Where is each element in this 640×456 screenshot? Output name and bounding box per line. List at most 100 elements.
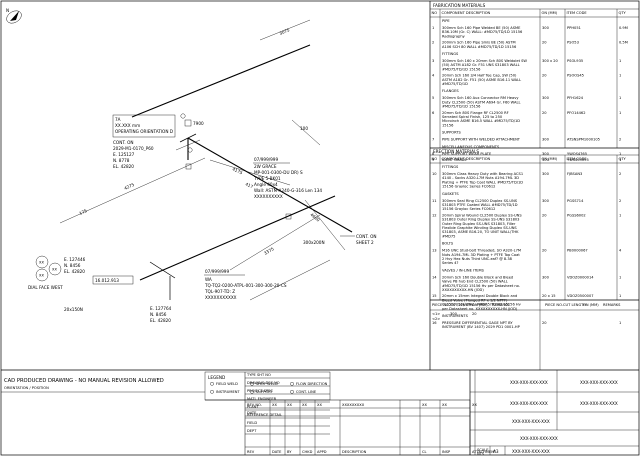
section-name: FLANGES (442, 89, 459, 93)
row-no: 13 (432, 249, 437, 253)
orientation-line: OPERATING ORIENTATION D (115, 129, 173, 134)
legend-item: INSTRUMENT (216, 390, 240, 394)
row-desc: Nuts A194-7ML 3D Plating + PTFE Top Coat (442, 253, 520, 257)
row-desc: M16 UNC Stud-bolt Threaded, SO A320-L7M (442, 249, 521, 253)
cont-right: SHEET 2 (356, 240, 374, 245)
column-header: ON (MM) (542, 157, 558, 161)
cut-header: PIECE NO. (545, 303, 563, 307)
legend-symbol-icon (250, 389, 254, 394)
row-qty: 0.5M (619, 41, 628, 45)
row-desc: 15156 Grayloc Series FC0612 (442, 207, 495, 211)
row-code: PPH051 (567, 26, 581, 30)
cut-header: REMARKS (492, 303, 510, 307)
row-desc: 300mm Class Heavy Duty with Bearing ACS1 (442, 172, 523, 176)
row-dim: 300 (542, 26, 550, 30)
section-name: PIPE (442, 19, 450, 23)
column-header: ON (MM) (542, 11, 558, 15)
column-header: COMPONENT DESCRIPTION (442, 157, 491, 161)
row-dim: 300 (542, 275, 550, 279)
row-dim: 300 (542, 172, 550, 176)
title-field-label: DEPT (247, 429, 257, 433)
row-qty: 2 (619, 138, 621, 142)
rev-cell: XX (287, 403, 292, 407)
svg-text:XXXXXXXXXX: XXXXXXXXXX (254, 194, 283, 199)
row-desc: B36.10M (Gr. C) WALL: #MD75/TD/1D 15156 (442, 30, 523, 34)
rev-foot: REV (247, 450, 255, 454)
section-name: FITTINGS (442, 165, 459, 169)
tag-b-head: 07/999/999 (205, 269, 229, 274)
rev-cell: XX (272, 403, 277, 407)
rev-foot: DESCRIPTION (342, 450, 367, 454)
svg-text:E. 125127: E. 125127 (113, 152, 135, 157)
svg-text:2029-M1-0170_P60: 2029-M1-0170_P60 (113, 146, 154, 151)
row-desc: Microinch ASME B16.5 WALL #MD75/TD/1D (442, 119, 520, 123)
dim-label: 3075 (279, 27, 291, 36)
svg-text:EL. 42820: EL. 42820 (64, 269, 85, 274)
row-code: PFH1624 (567, 96, 584, 100)
row-desc: 300mm Sch 160 x 20mm Sch 80S Weldolet SW (442, 59, 527, 63)
cut-cell: <2> (432, 317, 440, 321)
row-desc: 300mm Sch 160 Pipe Welded BE (50) ASME (442, 26, 521, 30)
rev-foot: APPD (317, 450, 327, 454)
row-desc: per Datasheet no. XXXXXXXXXX-HN (JOD) (442, 307, 518, 311)
row-no: 16 (432, 321, 437, 325)
section-name: SUPPORTS (442, 131, 462, 135)
size-small: 20x150N (64, 307, 83, 312)
row-dim: 300 (542, 158, 550, 162)
svg-text:EL. 42820: EL. 42820 (150, 318, 171, 323)
isometric-area: N XX XX XX (6, 8, 377, 323)
rev-foot: CHKD (302, 450, 313, 454)
dim-label: 7900 (193, 121, 204, 126)
legend-symbol-icon (290, 389, 294, 394)
row-no: 14 (432, 275, 437, 279)
row-no: 8 (432, 152, 435, 156)
row-qty: 1 (619, 59, 621, 63)
svg-text:N. 8456: N. 8456 (150, 312, 167, 317)
row-desc: Valve PB hub End CL2500 (50) WALL (442, 280, 508, 284)
row-no: 9 (432, 158, 435, 162)
row-desc: ASTM A182 Gr. F51 (50) ASME B16.11 WALL (442, 78, 521, 82)
svg-text:TQL-907-TD: Z: TQL-907-TD: Z (204, 289, 235, 294)
row-qty: 2 (619, 199, 621, 203)
row-code: PB0000067 (567, 249, 588, 253)
rev-foot: DATE (272, 450, 282, 454)
svg-text:E. 127764: E. 127764 (150, 306, 172, 311)
legend-symbol-icon (210, 389, 214, 394)
row-code: VDOZ0500007 (567, 294, 594, 298)
title-cell: XXX-XXX-XXX-XXX (580, 380, 618, 385)
row-desc: Plating + PTFE Top Coat WALL #MD75/TD/1D (442, 180, 523, 184)
dim-label: 175 (78, 208, 88, 216)
tag-a-lines: 2W GRACE MP-001-0300-DU DR) S TYPE 5-BK0… (253, 164, 322, 199)
row-desc: Flexible Graphite Winding Duplex SS-UNS (442, 226, 517, 230)
dim-label: 4175 (232, 166, 244, 175)
section-name: INSTRUMENTS (442, 314, 469, 318)
row-code: ATSNSPM1000105 (567, 138, 600, 142)
coord-bottom: E. 127764 N. 8456 EL. 42820 (150, 306, 172, 323)
row-no: 2 (432, 41, 434, 45)
orientation-line: 7A (115, 117, 121, 122)
title-cell: XXX-XXX-XXX-XXX (510, 401, 548, 406)
row-code: VDOZ0000014 (567, 275, 594, 279)
row-desc: INSTRUMENT (BV 1407) 2029 PD1 0001-HP (442, 325, 521, 329)
row-dim: 20 (542, 74, 547, 78)
row-desc: #MD75/TD/1D 15156 Hv per Datasheet no. (442, 284, 520, 288)
row-code: YWSSS9095 (567, 158, 589, 162)
rev-cell: XX (472, 403, 477, 407)
legend-item: SUPPORT (256, 390, 273, 394)
rev-foot: BY (287, 450, 292, 454)
rev-cell: XX (302, 403, 307, 407)
row-qty: 1 (619, 294, 621, 298)
row-desc: PIPE SUPPORT WEAR PLATE (442, 152, 492, 156)
row-desc: XXXXXXXXXX-HN (JOD) (442, 288, 484, 292)
title-field-label: DRAWING DES NO (247, 381, 280, 385)
row-desc: 20mm Sch 160 3/4 Half Tee Cap, SW (50) (442, 74, 517, 78)
cut-cell: 300 (450, 312, 458, 316)
rev-foot: CL (422, 450, 427, 454)
row-desc: 15156 Grayloc Series FC0612 (442, 185, 495, 189)
title-cell: XXX-XXX-XXX-XXX (512, 419, 550, 424)
north-label: N (6, 8, 9, 13)
svg-text:XXXXXXXXXXX: XXXXXXXXXXX (205, 295, 237, 300)
svg-text:WA: WA (205, 277, 212, 282)
bubble-label: XX (52, 268, 57, 272)
